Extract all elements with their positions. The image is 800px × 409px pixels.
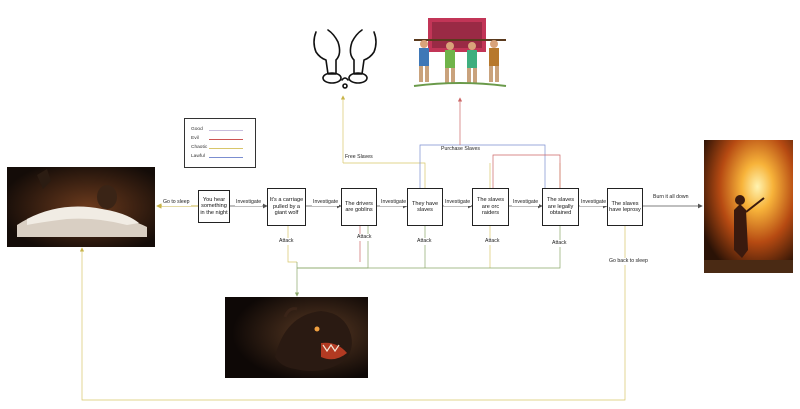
label-investigate-1: Investigate <box>235 199 263 206</box>
label-go-back-to-sleep: Go back to sleep <box>608 258 649 265</box>
node-carriage-wolf[interactable]: It's a carriage pulled by a giant wolf <box>267 188 306 226</box>
legend-evil-swatch <box>209 139 243 140</box>
node-something-in-night[interactable]: You hear something in the night <box>198 190 230 223</box>
label-attack-3: Attack <box>416 238 433 245</box>
label-free-slaves: Free Slaves <box>344 154 374 161</box>
legend-chaotic-label: Chaotic <box>191 145 208 150</box>
broken-chains-image <box>306 24 384 94</box>
node-leprosy[interactable]: The slaves have leprosy <box>607 188 643 226</box>
label-investigate-3: Investigate <box>380 199 408 206</box>
label-investigate-4: Investigate <box>444 199 472 206</box>
label-go-to-sleep: Go to sleep <box>162 199 191 206</box>
label-burn-it-all-down: Burn it all down <box>652 194 690 201</box>
legend-lawful-label: Lawful <box>191 154 205 159</box>
node-have-slaves[interactable]: They have slaves <box>407 188 443 226</box>
legend-lawful-swatch <box>209 157 243 158</box>
label-attack-5: Attack <box>551 240 568 247</box>
free-purchase-edges <box>340 95 561 188</box>
node-drivers-goblins[interactable]: The drivers are goblins <box>341 188 377 226</box>
node-orc-raiders[interactable]: The slaves are orc raiders <box>472 188 509 226</box>
legend-evil-label: Evil <box>191 136 199 141</box>
burning-figure-image <box>704 140 793 273</box>
legend: Good Evil Chaotic Lawful <box>184 118 256 168</box>
label-attack-2: Attack <box>356 234 373 241</box>
legend-good-swatch <box>209 130 243 131</box>
attack-edges <box>287 226 561 297</box>
legend-chaotic-swatch <box>209 148 243 149</box>
node-legally-obtained[interactable]: The slaves are legally obtained <box>542 188 579 226</box>
label-investigate-2: Investigate <box>312 199 340 206</box>
label-attack-1: Attack <box>278 238 295 245</box>
label-investigate-5: Investigate <box>512 199 540 206</box>
slave-carriers-image <box>410 14 510 92</box>
label-attack-4: Attack <box>484 238 501 245</box>
label-investigate-6: Investigate <box>580 199 608 206</box>
legend-good-label: Good <box>191 127 203 132</box>
label-purchase-slaves: Purchase Slaves <box>440 146 481 153</box>
nightmare-painting-image <box>7 167 155 247</box>
giant-wolf-image <box>225 297 368 378</box>
go-back-to-sleep-edge <box>79 224 626 401</box>
